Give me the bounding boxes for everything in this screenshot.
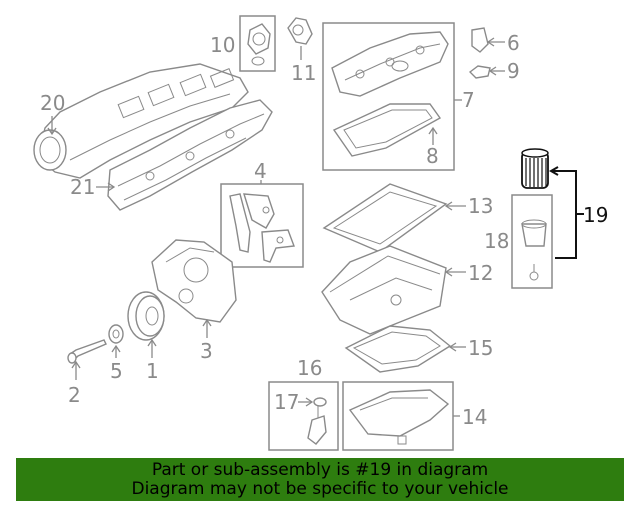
callout-9-label: 9 xyxy=(507,59,520,83)
callout-19-label: 19 xyxy=(583,203,608,227)
part-19-oil-filter[interactable] xyxy=(521,148,549,189)
part-12-upper-oil-pan[interactable] xyxy=(321,245,466,335)
callout-8-label: 8 xyxy=(426,144,439,168)
callout-12-label: 12 xyxy=(468,261,493,285)
banner-line-2: Diagram may not be specific to your vehi… xyxy=(131,479,509,499)
callout-10-label: 10 xyxy=(210,33,235,57)
part-13-oil-pan-gasket[interactable] xyxy=(322,183,466,253)
callout-7-label: 7 xyxy=(462,88,475,112)
callout-2-label: 2 xyxy=(68,383,81,407)
callout-16-label: 16 xyxy=(297,356,322,380)
part-16-group-box xyxy=(268,381,339,451)
part-4-timing-guides[interactable] xyxy=(229,193,295,263)
callout-6-label: 6 xyxy=(507,31,520,55)
part-20-intake-manifold[interactable] xyxy=(33,63,249,179)
part-1-crankshaft-pulley[interactable] xyxy=(127,291,165,358)
callout-7: 7 xyxy=(454,88,475,112)
part-10-cover[interactable] xyxy=(239,15,276,72)
callout-21-label: 21 xyxy=(70,175,95,199)
callout-18-label: 18 xyxy=(484,229,509,253)
callout-17-label: 17 xyxy=(274,390,299,414)
callout-3-label: 3 xyxy=(200,339,213,363)
banner-line-1: Part or sub-assembly is #19 in diagram xyxy=(151,460,489,480)
callout-20: 20 xyxy=(40,91,65,136)
callout-1-label: 1 xyxy=(146,359,159,383)
part-17-oil-level-sensor[interactable] xyxy=(298,397,327,445)
callout-4-label: 4 xyxy=(254,159,267,183)
part-11-sensor-cover[interactable] xyxy=(287,17,313,60)
part-8-valve-cover-gasket[interactable] xyxy=(332,103,442,157)
part-5-washer[interactable] xyxy=(108,324,124,358)
callout-5-label: 5 xyxy=(110,359,123,383)
callout-11-label: 11 xyxy=(291,61,316,85)
part-21-exhaust-manifold[interactable] xyxy=(107,99,273,211)
callout-15-label: 15 xyxy=(468,336,493,360)
part-7-valve-cover[interactable] xyxy=(331,31,449,97)
part-7-group-box xyxy=(322,22,455,171)
part-14-lower-oil-pan[interactable] xyxy=(348,389,450,445)
part-2-bolt[interactable] xyxy=(67,339,107,380)
info-banner: Part or sub-assembly is #19 in diagram D… xyxy=(16,458,624,501)
callout-13-label: 13 xyxy=(468,194,493,218)
part-9-seal[interactable] xyxy=(468,65,505,79)
callout-21: 21 xyxy=(70,175,116,199)
part-4-group-box xyxy=(220,183,304,268)
part-15-lower-pan-gasket[interactable] xyxy=(344,325,466,373)
callout-20-label: 20 xyxy=(40,91,65,115)
part-6-sensor[interactable] xyxy=(471,27,505,53)
part-18-filter-housing[interactable] xyxy=(511,194,553,289)
part-3-timing-cover[interactable] xyxy=(151,239,237,338)
callout-19-bracket xyxy=(548,166,584,259)
callout-14-label: 14 xyxy=(462,405,487,429)
